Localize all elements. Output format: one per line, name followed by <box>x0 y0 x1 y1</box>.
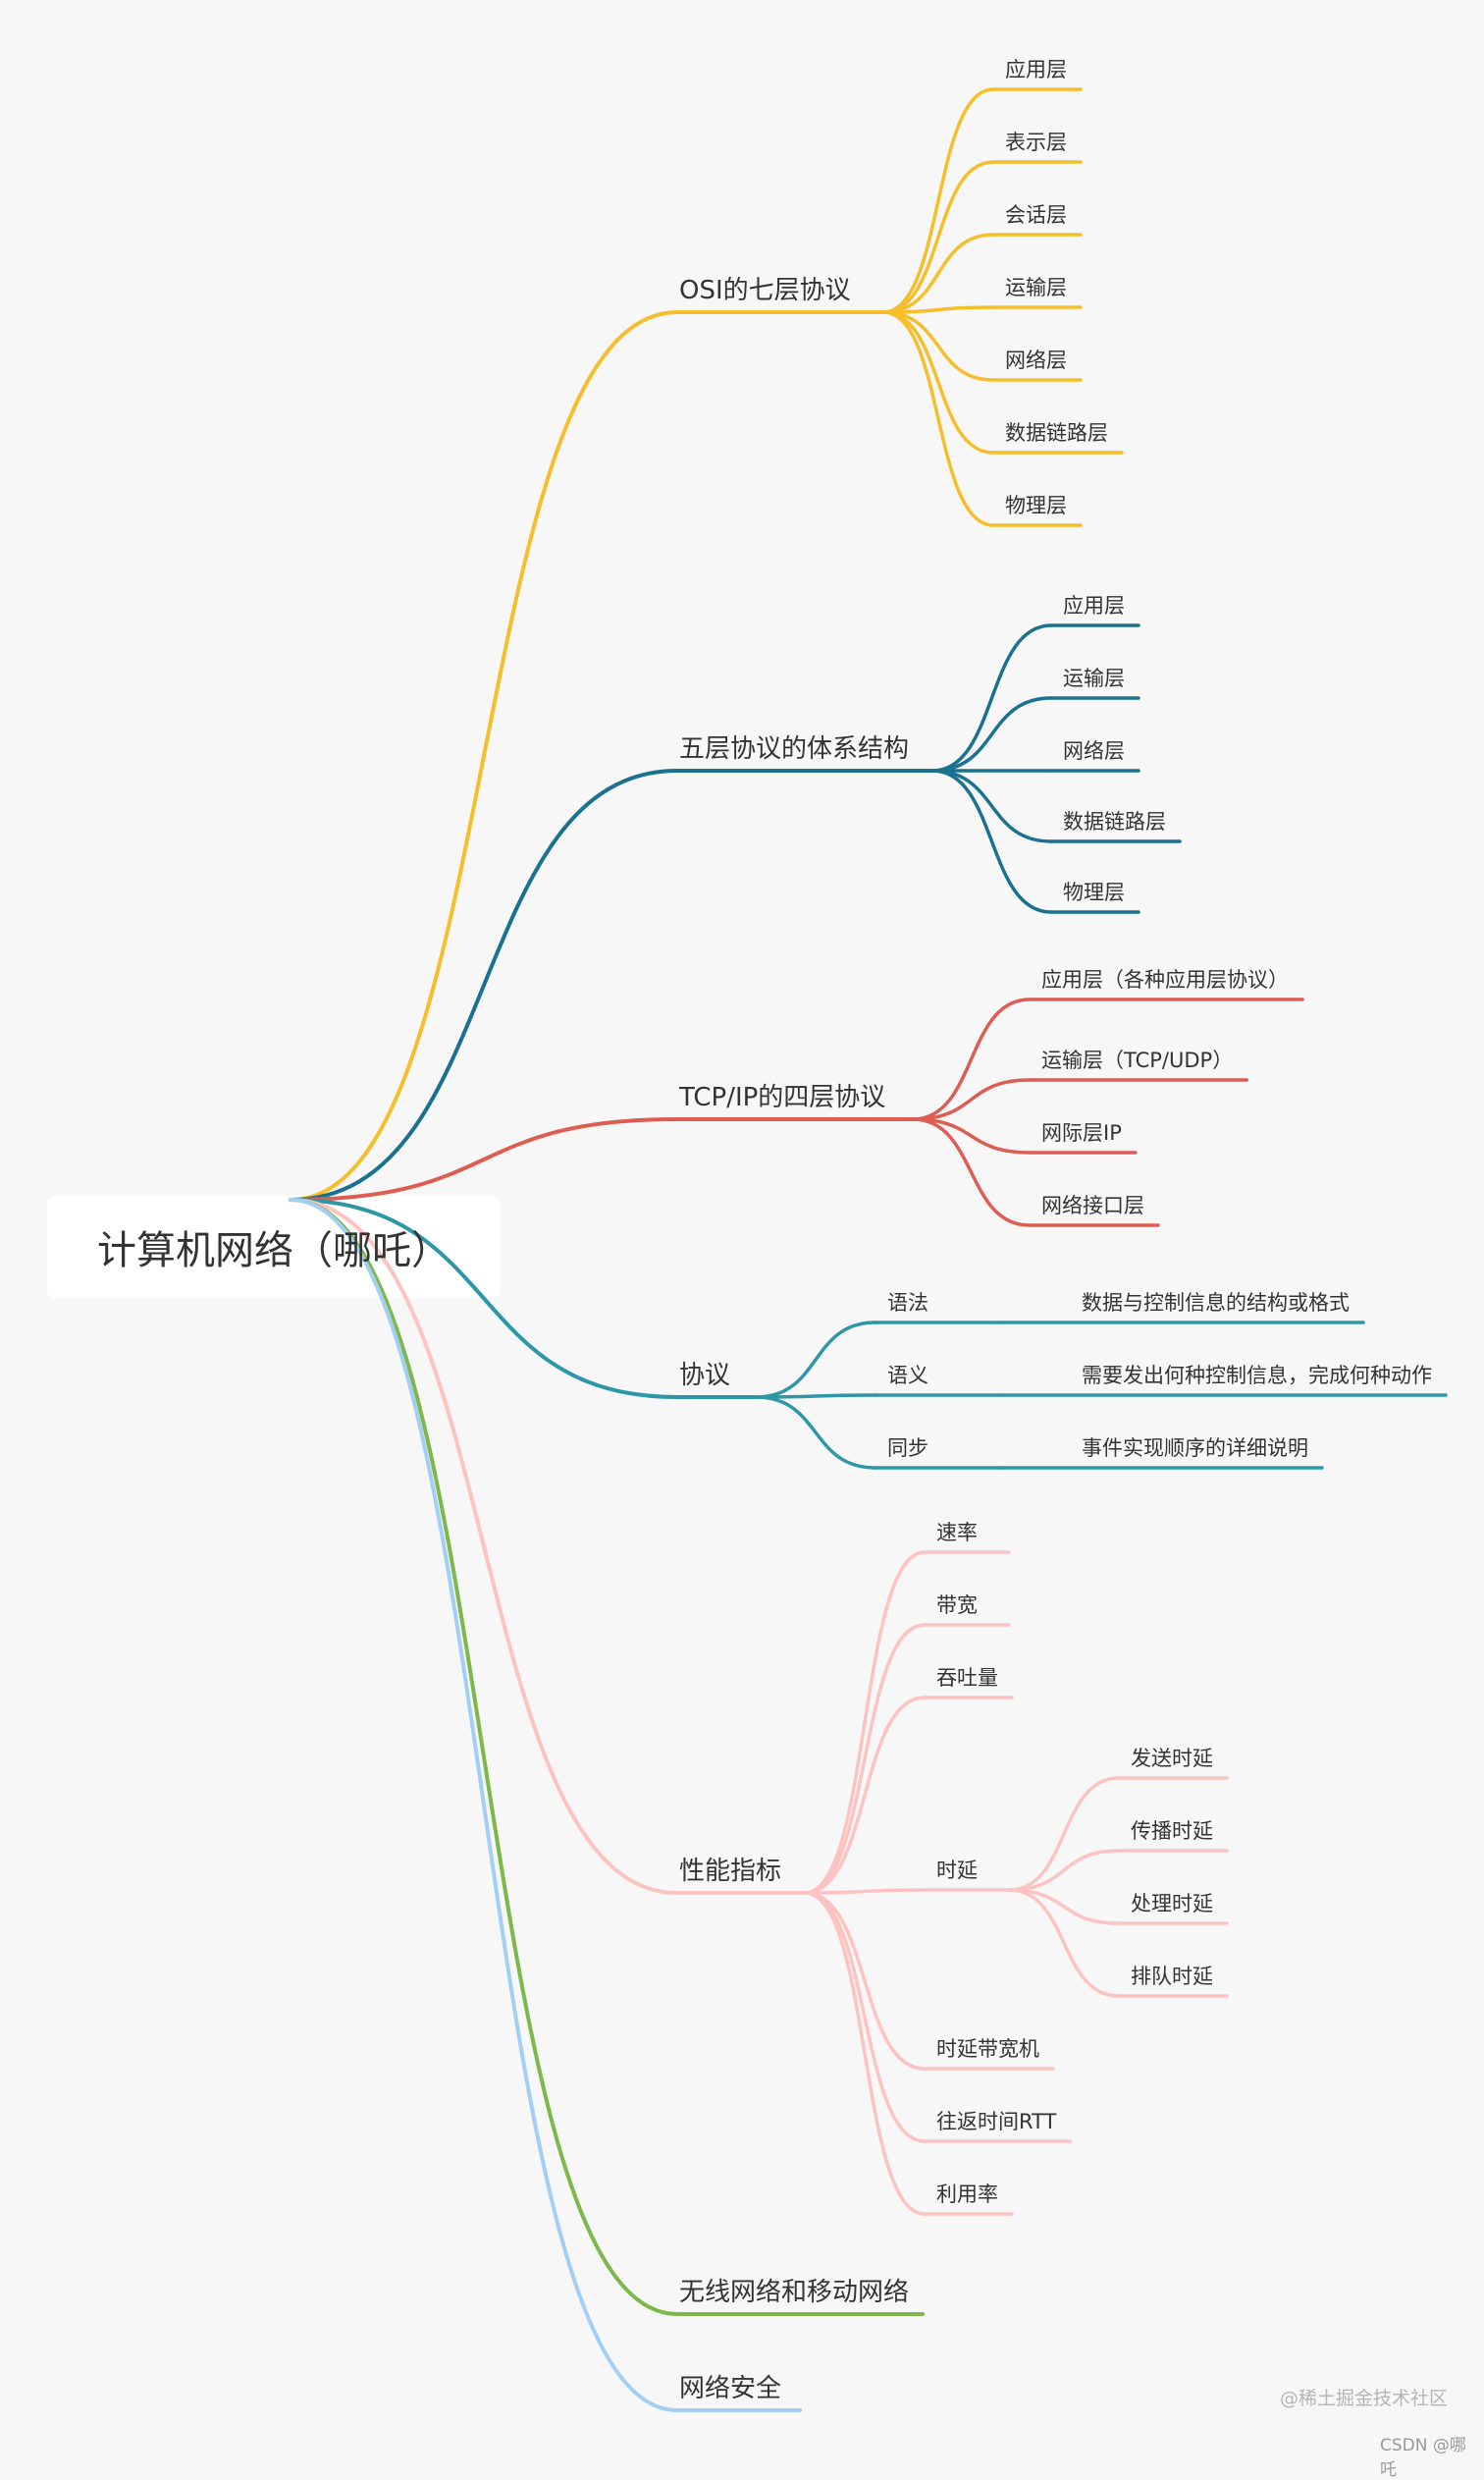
branch-label-0[interactable]: OSI的七层协议 <box>679 276 851 305</box>
root-node[interactable] <box>47 1196 501 1298</box>
grandchild-connector-4-3-0 <box>1007 1776 1121 1892</box>
child-label-0-5[interactable]: 数据链路层 <box>1005 421 1108 445</box>
child-connector-1-1 <box>930 696 1053 773</box>
child-connector-4-1 <box>803 1623 927 1895</box>
grandchild-label-3-1-0[interactable]: 需要发出何种控制信息，完成何种动作 <box>1082 1364 1432 1387</box>
child-label-2-1[interactable]: 运输层（TCP/UDP） <box>1041 1049 1233 1072</box>
grandchild-label-3-0-0[interactable]: 数据与控制信息的结构或格式 <box>1082 1291 1350 1315</box>
root-label: 计算机网络（哪吒） <box>97 1228 450 1273</box>
child-connector-1-4 <box>930 769 1053 914</box>
child-connector-3-1 <box>754 1393 877 1399</box>
grandchild-connector-4-3-1 <box>1007 1849 1121 1892</box>
child-connector-4-4 <box>803 1891 927 2071</box>
child-connector-0-6 <box>881 310 995 527</box>
child-connector-1-0 <box>930 623 1053 773</box>
child-label-4-4[interactable]: 时延带宽机 <box>936 2037 1039 2061</box>
branch-connector-4 <box>289 1198 679 1895</box>
watermark-site: @稀土掘金技术社区 <box>1280 2388 1449 2409</box>
grandchild-connector-4-3-3 <box>1007 1888 1121 1998</box>
child-connector-4-2 <box>803 1696 927 1895</box>
child-label-4-1[interactable]: 带宽 <box>936 1593 978 1617</box>
child-connector-4-5 <box>803 1891 927 2143</box>
grandchild-label-4-3-1[interactable]: 传播时延 <box>1131 1819 1213 1843</box>
child-label-0-1[interactable]: 表示层 <box>1005 131 1067 154</box>
child-connector-0-4 <box>881 310 995 382</box>
branch-connector-1 <box>289 769 679 1202</box>
grandchild-label-4-3-2[interactable]: 处理时延 <box>1131 1892 1213 1915</box>
child-connector-0-1 <box>881 160 995 314</box>
grandchild-label-3-2-0[interactable]: 事件实现顺序的详细说明 <box>1082 1436 1308 1460</box>
child-connector-0-2 <box>881 233 995 314</box>
child-connector-2-0 <box>911 997 1032 1121</box>
branch-connector-2 <box>289 1117 679 1202</box>
grandchild-label-4-3-0[interactable]: 发送时延 <box>1131 1747 1213 1770</box>
watermark-author: CSDN @哪 吒 <box>1380 2436 1466 2480</box>
branch-label-1[interactable]: 五层协议的体系结构 <box>679 734 909 764</box>
branch-connector-3 <box>289 1198 679 1399</box>
child-connector-2-1 <box>911 1078 1032 1121</box>
child-label-0-3[interactable]: 运输层 <box>1005 276 1067 299</box>
child-connector-3-0 <box>754 1321 877 1399</box>
child-connector-0-0 <box>881 87 995 314</box>
child-connector-4-0 <box>803 1550 927 1895</box>
child-label-1-1[interactable]: 运输层 <box>1063 667 1125 690</box>
child-label-1-4[interactable]: 物理层 <box>1063 881 1125 904</box>
child-label-1-2[interactable]: 网络层 <box>1063 739 1125 763</box>
branch-label-6[interactable]: 网络安全 <box>679 2374 781 2403</box>
child-label-0-0[interactable]: 应用层 <box>1005 58 1067 81</box>
child-label-1-3[interactable]: 数据链路层 <box>1063 810 1166 834</box>
grandchild-connector-4-3-2 <box>1007 1888 1121 1925</box>
child-label-1-0[interactable]: 应用层 <box>1063 594 1125 618</box>
child-connector-1-3 <box>930 769 1053 843</box>
grandchild-label-4-3-3[interactable]: 排队时延 <box>1131 1965 1213 1988</box>
child-label-2-0[interactable]: 应用层（各种应用层协议） <box>1041 968 1289 992</box>
branch-label-3[interactable]: 协议 <box>679 1361 730 1390</box>
child-label-2-3[interactable]: 网络接口层 <box>1041 1194 1144 1217</box>
branch-connector-5 <box>289 1198 679 2316</box>
branch-connector-0 <box>289 310 679 1202</box>
child-label-4-5[interactable]: 往返时间RTT <box>936 2110 1057 2133</box>
child-connector-3-2 <box>754 1395 877 1470</box>
child-label-4-2[interactable]: 吞吐量 <box>936 1666 998 1690</box>
child-label-0-4[interactable]: 网络层 <box>1005 349 1067 372</box>
branch-connector-6 <box>289 1198 679 2412</box>
child-label-3-0[interactable]: 语法 <box>887 1291 928 1315</box>
branch-label-4[interactable]: 性能指标 <box>679 1857 781 1886</box>
branch-label-5[interactable]: 无线网络和移动网络 <box>679 2278 909 2307</box>
child-connector-4-6 <box>803 1891 927 2216</box>
child-connector-2-3 <box>911 1117 1032 1227</box>
branch-label-2[interactable]: TCP/IP的四层协议 <box>678 1083 885 1112</box>
child-connector-0-3 <box>881 305 995 314</box>
child-label-3-2[interactable]: 同步 <box>887 1436 928 1460</box>
child-label-0-6[interactable]: 物理层 <box>1005 494 1067 517</box>
child-label-4-3[interactable]: 时延 <box>936 1859 978 1882</box>
child-label-4-0[interactable]: 速率 <box>936 1521 978 1544</box>
child-label-2-2[interactable]: 网际层IP <box>1041 1121 1122 1145</box>
child-connector-4-3 <box>803 1888 927 1895</box>
child-label-4-6[interactable]: 利用率 <box>936 2183 998 2206</box>
child-label-0-2[interactable]: 会话层 <box>1005 203 1067 227</box>
child-label-3-1[interactable]: 语义 <box>887 1364 928 1387</box>
child-connector-0-5 <box>881 310 995 455</box>
child-connector-2-2 <box>911 1117 1032 1155</box>
